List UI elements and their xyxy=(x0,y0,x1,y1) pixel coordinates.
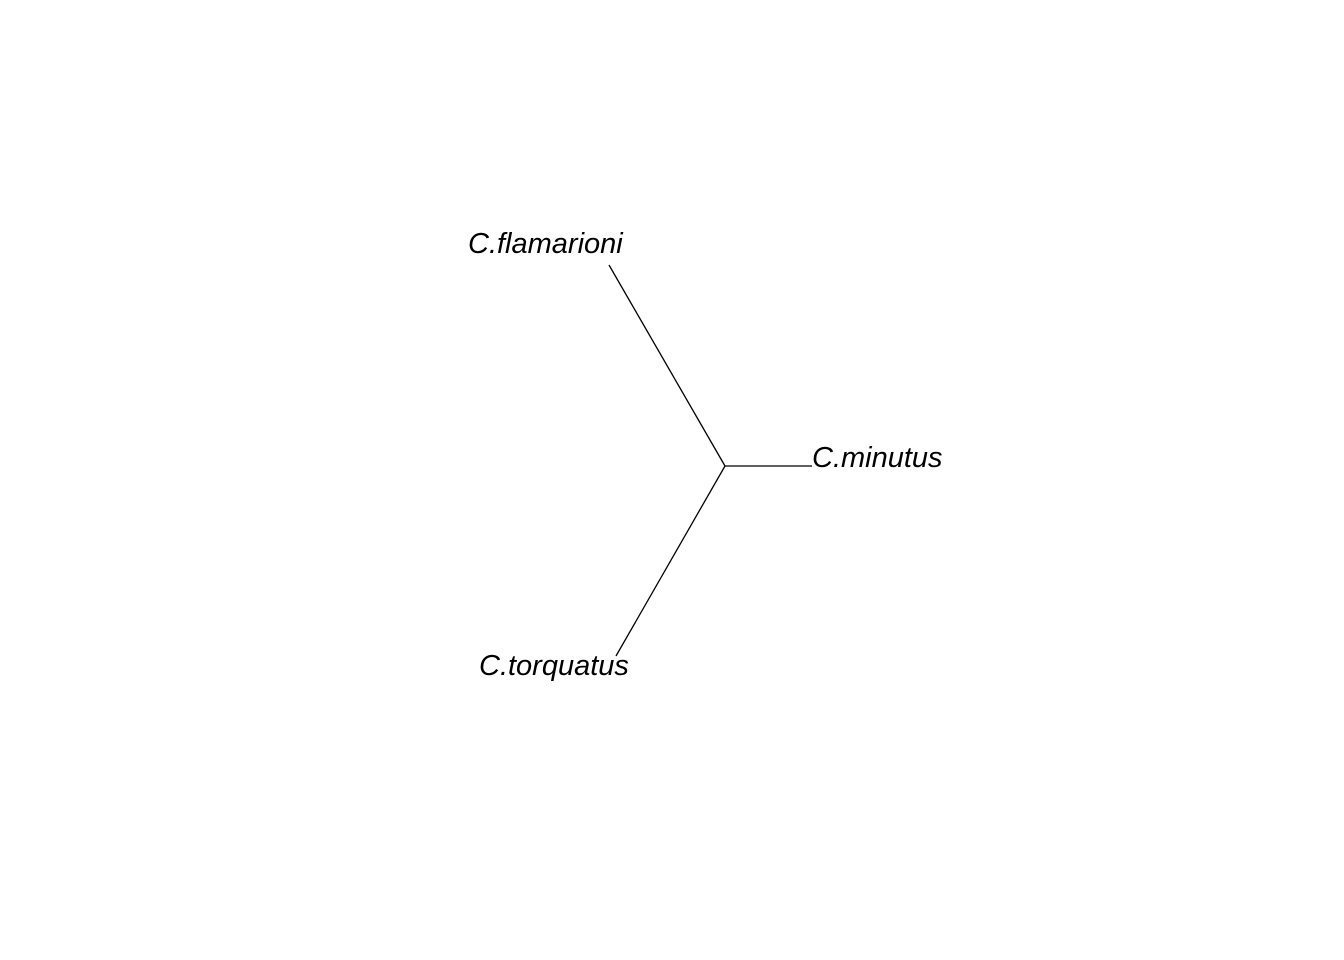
tip-label-minutus: C.minutus xyxy=(812,442,943,474)
branch-flamarioni xyxy=(608,264,726,467)
branch-torquatus xyxy=(615,465,726,657)
tip-label-flamarioni: C.flamarioni xyxy=(468,228,624,260)
tip-label-torquatus: C.torquatus xyxy=(479,650,629,682)
